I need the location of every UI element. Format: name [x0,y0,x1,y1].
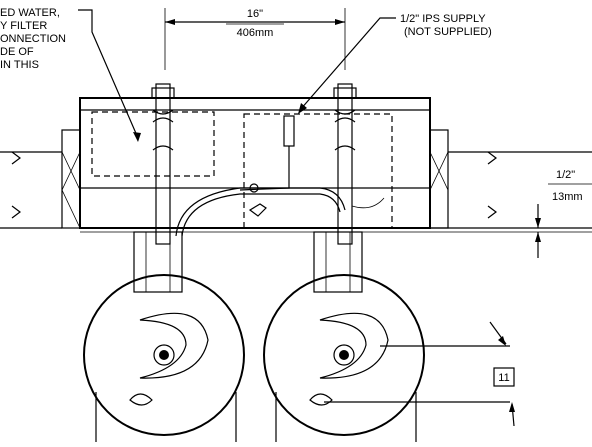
wall-right [80,129,592,233]
dim-reveal-metric: 13mm [552,191,583,203]
wall-left [0,129,81,229]
note-left: ED WATER, Y FILTER ONNECTION DE OF IN TH… [0,7,66,71]
note-left-arrowhead [133,132,141,142]
supply-fitting [175,115,385,237]
supply-leader [299,17,396,111]
pipe-left [151,83,175,245]
note-left-line-1: ED WATER, [0,7,60,19]
note-left-line-3: ONNECTION [0,33,66,45]
bowl-right [263,274,425,442]
dim-spacing-metric: 406mm [237,27,274,39]
supply-line-1: 1/2" IPS SUPPLY [400,13,486,25]
housing [79,97,431,229]
note-left-leader [78,9,139,139]
dimension-reveal: 1/2" 13mm [535,169,592,258]
dim-reveal-imperial: 1/2" [556,169,575,181]
pipe-right [333,83,357,245]
supply-note: 1/2" IPS SUPPLY (NOT SUPPLIED) [298,13,492,114]
supply-line-2: (NOT SUPPLIED) [404,26,492,38]
note-left-line-4: DE OF [0,46,34,58]
callout-11: 11 [324,321,515,427]
dim-spacing-imperial: 16" [247,8,263,20]
dimension-spacing: 16" 406mm [164,8,346,70]
note-left-line-2: Y FILTER [0,20,47,32]
mount-brackets [133,231,363,293]
bowl-left [83,274,245,442]
callout-number: 11 [498,372,509,384]
note-left-line-5: IN THIS [0,59,39,71]
